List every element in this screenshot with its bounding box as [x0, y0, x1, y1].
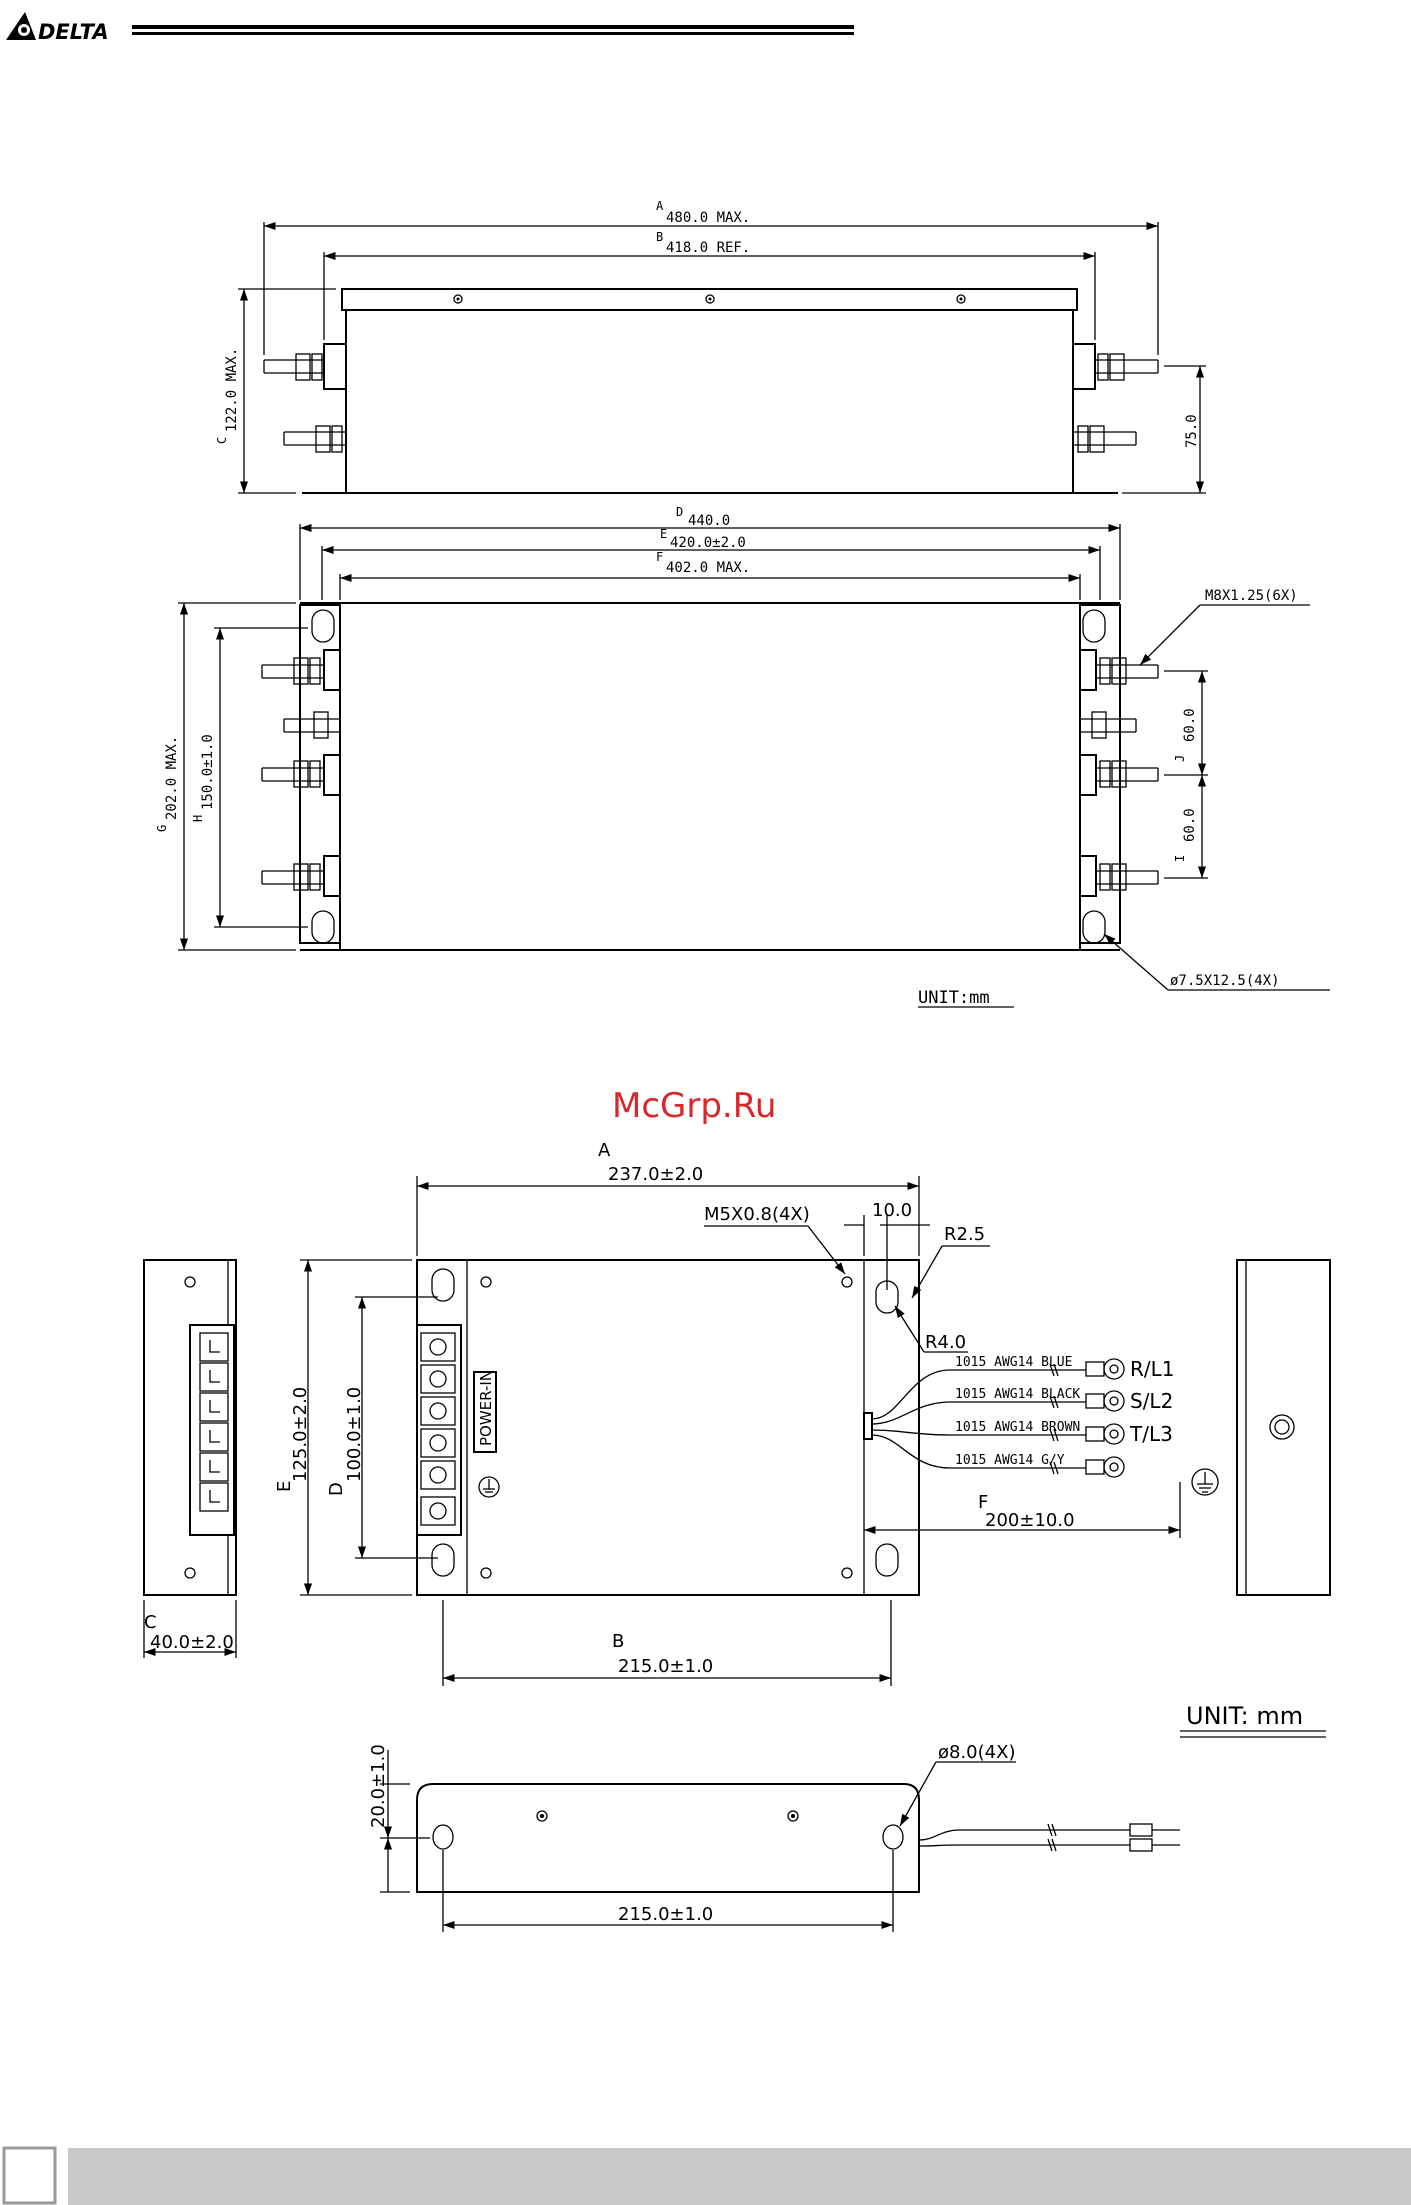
r25-note: R2.5	[944, 1224, 985, 1245]
footer-bar	[68, 2148, 1411, 2205]
header: DELTA	[6, 12, 854, 44]
wire-3-spec: 1015 AWG14 BROWN	[955, 1420, 1080, 1435]
dim-e-letter: E	[660, 527, 667, 541]
dim-i-value: 60.0	[1182, 808, 1198, 842]
small-dim-b-value: 215.0±1.0	[618, 1656, 713, 1677]
dim-g-value: 202.0 MAX.	[164, 736, 180, 820]
page-number-box	[2, 2146, 57, 2205]
wire-1-spec: 1015 AWG14 BLUE	[955, 1355, 1072, 1370]
dim-10: 10.0	[872, 1200, 912, 1221]
small-dim-a-value: 237.0±2.0	[608, 1164, 703, 1185]
small-dim-d-value: 100.0±1.0	[344, 1387, 365, 1482]
header-rule-top	[132, 25, 854, 29]
small-dim-e-value: 125.0±2.0	[290, 1387, 311, 1482]
small-filter-front-view: UNIT: mm ø8.0(4X) 20.0±1.0	[368, 1702, 1326, 1932]
small-filter-right-side	[1236, 1259, 1331, 1596]
thread-note: M8X1.25(6X)	[1205, 588, 1298, 604]
small-dim-e-letter: E	[274, 1481, 295, 1492]
small-dim-a-letter: A	[598, 1140, 611, 1161]
terminal-s-l2: S/L2	[1130, 1389, 1173, 1413]
bottom-width: 215.0±1.0	[618, 1904, 713, 1925]
hole-note: ø7.5X12.5(4X)	[1170, 973, 1280, 989]
dim-c-value: 122.0 MAX.	[224, 348, 240, 432]
small-dim-b-letter: B	[612, 1631, 624, 1652]
hole-note-8: ø8.0(4X)	[938, 1742, 1015, 1763]
bottom-height: 20.0±1.0	[368, 1744, 389, 1828]
dim-b-letter: B	[656, 230, 663, 244]
r40-note: R4.0	[925, 1332, 966, 1353]
small-unit-label: UNIT: mm	[1186, 1702, 1303, 1730]
delta-logo: DELTA	[6, 12, 109, 44]
dim-f-letter: F	[656, 550, 663, 564]
header-rule-bottom	[132, 32, 854, 35]
watermark: McGrp.Ru	[612, 1086, 776, 1126]
terminal-r-l1: R/L1	[1130, 1357, 1175, 1381]
dim-i-letter: I	[1173, 855, 1187, 862]
brand-name: DELTA	[38, 20, 109, 44]
dim-j-letter: J	[1173, 755, 1187, 762]
small-dim-f-value: 200±10.0	[985, 1510, 1075, 1531]
small-filter-left-side: C 40.0±2.0	[143, 1259, 237, 1658]
dim-d-value: 440.0	[688, 513, 730, 529]
large-unit-label: UNIT:mm	[918, 988, 990, 1008]
dim-a-letter: A	[656, 199, 664, 213]
small-filter-top-view: POWER-IN 1015 AWG14 BLUE 1015 AWG14 BL	[274, 1140, 1219, 1686]
dim-c-letter: C	[215, 437, 229, 444]
dim-75-value: 75.0	[1184, 414, 1200, 448]
terminal-label: POWER-IN	[477, 1370, 495, 1446]
dim-h-letter: H	[191, 815, 205, 822]
large-filter-top-view: D 440.0 E 420.0±2.0 F 402.0 MAX. 202.0 M…	[155, 505, 1330, 1008]
large-filter-side-view: A 480.0 MAX. B 418.0 REF. 122.0 MAX. C 7…	[215, 199, 1206, 494]
dim-e-value: 420.0±2.0	[670, 535, 746, 551]
dim-f-value: 402.0 MAX.	[666, 560, 750, 576]
dim-h-value: 150.0±1.0	[200, 734, 216, 810]
dim-b-value: 418.0 REF.	[666, 240, 750, 256]
small-dim-d-letter: D	[326, 1482, 347, 1496]
terminal-t-l3: T/L3	[1129, 1422, 1173, 1446]
wire-2-spec: 1015 AWG14 BLACK	[955, 1387, 1080, 1402]
small-dim-f-letter: F	[978, 1492, 988, 1513]
wire-4-spec: 1015 AWG14 G/Y	[955, 1453, 1065, 1468]
small-dim-c-value: 40.0±2.0	[150, 1632, 234, 1653]
dim-a-value: 480.0 MAX.	[666, 210, 750, 226]
screw-note: M5X0.8(4X)	[704, 1204, 810, 1225]
dim-d-letter: D	[676, 505, 683, 519]
footer	[2, 2146, 1411, 2205]
dim-j-value: 60.0	[1182, 708, 1198, 742]
dim-g-letter: G	[155, 825, 169, 832]
small-dim-c-letter: C	[144, 1612, 157, 1633]
